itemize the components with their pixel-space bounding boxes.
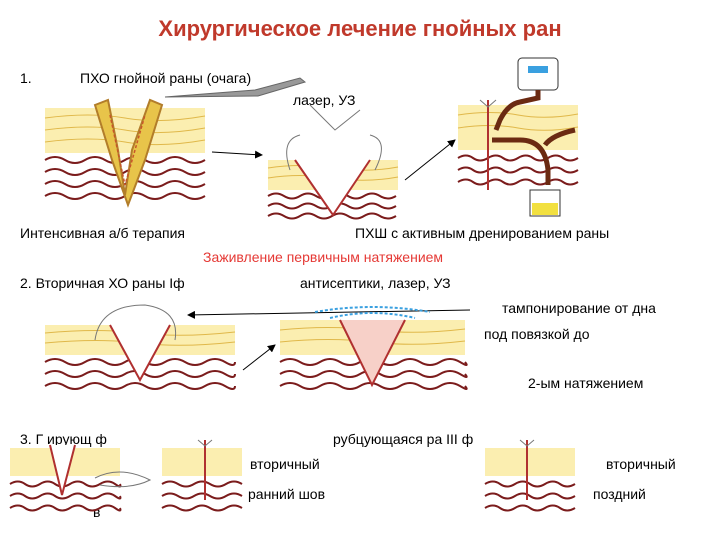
step3-partial-mid: рубцующаяся ра III ф [333,431,474,447]
excised-wound-figure [267,104,399,220]
arrow-1 [211,150,263,159]
early-suture-figure [161,439,243,512]
step1-number: 1. [20,70,32,86]
step3-secondary-late: вторичный [606,456,676,472]
page-title: Хирургическое лечение гнойных ран [158,16,562,41]
scalpel-icon [164,77,307,98]
arrow-3 [242,344,276,371]
step3-secondary-early: вторичный [250,456,320,472]
step3-early-suture: ранний шов [248,486,326,502]
drained-wound-figure [457,57,579,217]
purulent-wound-figure [44,98,206,208]
irrigation-bottle-icon [517,57,559,91]
arrow-4 [187,309,471,319]
step3-partial-left: 3. Г ирующ ф [20,431,107,447]
tamponade-wound-figure [279,306,468,390]
step1-drainage: ПХШ с активным дренированием раны [355,225,610,241]
step2-line3: 2-ым натяжением [528,375,644,391]
scarring-wound-figure [9,444,152,512]
step1-title: ПХО гнойной раны (очага) [80,70,252,86]
step2-line2: под повязкой до [484,326,590,342]
step1-healing: Заживление первичным натяжением [203,249,444,265]
step1-methods: лазер, УЗ [293,92,356,108]
step3-late-suture: поздний [593,486,646,502]
secondary-wound-figure [44,304,236,390]
late-suture-figure [484,439,576,512]
step1-therapy: Интенсивная а/б терапия [20,225,185,241]
step2-title: 2. Вторичная ХО раны Iф [20,275,185,291]
step3-partial-bottom: в [93,504,101,520]
arrow-2 [404,139,456,181]
step2-methods: антисептики, лазер, УЗ [300,275,451,291]
step2-line1: тампонирование от дна [502,300,656,316]
